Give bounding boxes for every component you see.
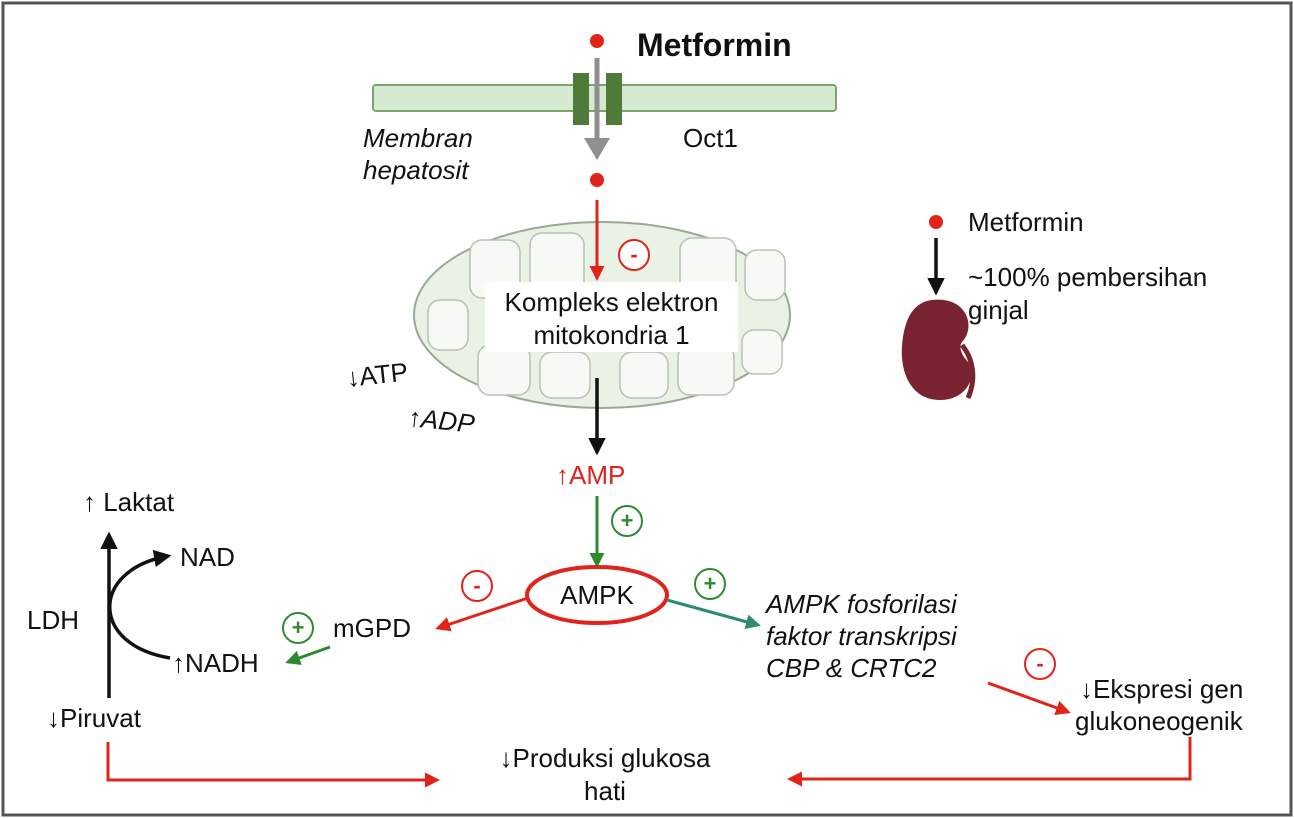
amp-label: ↑AMP	[556, 460, 626, 490]
ureter	[959, 343, 976, 400]
plus-text-nadh: +	[292, 615, 305, 640]
ampk-node	[525, 565, 669, 625]
transcription-line3: CBP & CRTC2	[766, 653, 937, 683]
transcription-line2: faktor transkripsi	[766, 621, 957, 651]
oct1-channel-right	[606, 73, 622, 125]
plus-sign-transcription	[694, 568, 726, 600]
expression-line2: glukoneogenik	[1075, 706, 1243, 736]
hepatocyte-membrane	[372, 84, 837, 112]
minus-sign-mgpd	[461, 570, 493, 602]
oct1-channel-left	[573, 73, 589, 125]
minus-text-mgpd: -	[473, 573, 480, 598]
plus-sign-nadh	[282, 612, 314, 644]
piruvat-label: ↓Piruvat	[47, 703, 141, 733]
ldh-label: LDH	[27, 605, 80, 635]
metformin-dot-inside	[590, 173, 604, 187]
membrane-label-line2: hepatosit	[363, 155, 469, 185]
atp-label: ↓ATP	[345, 356, 410, 393]
clearance-line2: ginjal	[968, 295, 1029, 325]
metformin-dot-outside	[590, 34, 604, 48]
minus-text-expression: -	[1036, 651, 1043, 676]
kidney-shape	[901, 299, 972, 400]
uptake-arrow-head	[584, 138, 610, 160]
nad-label: NAD	[180, 542, 235, 572]
output-line1: ↓Produksi glukosa	[499, 743, 711, 773]
minus-sign-complex1	[618, 239, 650, 271]
expression-line1: ↓Ekspresi gen	[1080, 674, 1244, 704]
laktat-label: ↑ Laktat	[83, 487, 175, 517]
inhibit-arrow-expression	[987, 681, 1071, 715]
nadh-to-nad-arrow	[108, 549, 172, 660]
output-line2: hati	[584, 776, 626, 806]
expression-to-output-arrow	[787, 737, 1192, 787]
transcription-line1: AMPK fosforilasi	[766, 589, 957, 619]
mito-label-box	[485, 282, 738, 352]
mgpd-label: mGPD	[333, 613, 411, 643]
kidney-metformin-dot	[929, 215, 943, 229]
minus-text-complex1: -	[630, 242, 637, 267]
title-metformin: Metformin	[637, 27, 792, 63]
mito-label-line1: Kompleks elektron	[504, 287, 719, 317]
piruvat-to-output-arrow	[106, 742, 440, 788]
mito-label-line2: mitokondria 1	[533, 320, 690, 350]
oct1-label: Oct1	[683, 123, 738, 153]
clearance-line1: ~100% pembersihan	[968, 262, 1208, 292]
plus-text-ampk: +	[621, 508, 634, 533]
inhibit-arrow-mgpd	[435, 596, 529, 632]
kidney-metformin-label: Metformin	[968, 207, 1084, 237]
plus-text-transcription: +	[704, 571, 717, 596]
ampk-label: AMPK	[560, 580, 634, 610]
activate-arrow-transcription	[666, 598, 761, 630]
membrane-label-line1: Membran	[363, 123, 473, 153]
activate-arrow-nadh	[285, 645, 331, 666]
minus-sign-expression	[1024, 648, 1056, 680]
nadh-label: ↑NADH	[172, 648, 259, 678]
plus-sign-ampk	[611, 505, 643, 537]
